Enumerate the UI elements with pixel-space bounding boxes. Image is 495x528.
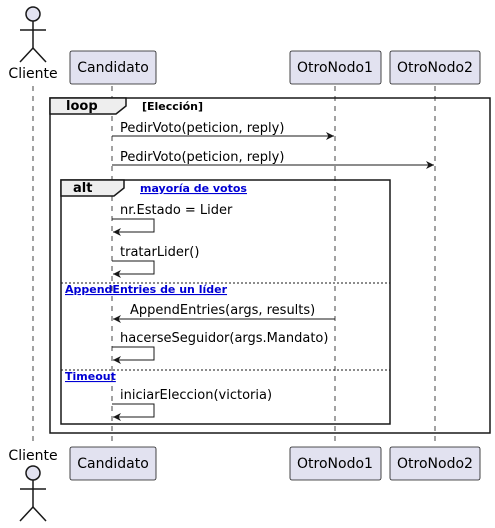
stick-figure-actor-icon: [19, 465, 47, 522]
message-label: PedirVoto(peticion, reply): [120, 150, 284, 165]
alt-guard-majority-link[interactable]: mayoría de votos: [140, 182, 247, 195]
message-hacerse-seguidor: hacerseSeguidor(args.Mandato): [112, 331, 328, 364]
message-appendentries: AppendEntries(args, results): [113, 303, 335, 323]
alt-guard-timeout-link[interactable]: Timeout: [65, 370, 116, 383]
loop-frame-tab: [49, 97, 127, 115]
otro-nodo-1-box-bottom: OtroNodo1: [289, 446, 382, 481]
alt-frame-keyword: alt: [73, 181, 92, 196]
alt-frame-tab: [60, 179, 125, 197]
message-label: tratarLider(): [120, 245, 199, 260]
message-tratar-lider: tratarLider(): [112, 245, 199, 278]
self-message-arrow: [112, 346, 155, 364]
otro-nodo-1-label-bottom: OtroNodo1: [297, 456, 373, 472]
cliente-label-bottom: Cliente: [8, 448, 57, 464]
cliente-label-top: Cliente: [8, 66, 57, 82]
candidato-label-bottom: Candidato: [77, 456, 149, 472]
message-pedirvoto-2: PedirVoto(peticion, reply): [112, 150, 434, 169]
candidato-box-bottom: Candidato: [69, 446, 157, 481]
cliente-actor-bottom: Cliente: [8, 448, 58, 522]
otro-nodo-2-box-top: OtroNodo2: [389, 50, 481, 85]
cliente-actor-top: Cliente: [8, 6, 58, 82]
message-label: PedirVoto(peticion, reply): [120, 121, 284, 136]
candidato-label-top: Candidato: [77, 60, 149, 76]
otro-nodo-1-label-top: OtroNodo1: [297, 60, 373, 76]
otro-nodo-2-label-bottom: OtroNodo2: [397, 456, 473, 472]
loop-frame-border: [49, 97, 491, 434]
loop-frame: loop [Elección]: [49, 97, 491, 434]
loop-frame-keyword: loop: [66, 99, 98, 114]
stick-figure-actor-icon: [19, 6, 47, 63]
otro-nodo-1-box-top: OtroNodo1: [289, 50, 382, 85]
alt-frame: alt mayoría de votos AppendEntries de un…: [60, 179, 391, 425]
message-pedirvoto-1: PedirVoto(peticion, reply): [112, 121, 334, 140]
alt-guard-appendentries-link[interactable]: AppendEntries de un líder: [65, 283, 228, 296]
self-message-arrow: [112, 260, 155, 278]
otro-nodo-2-box-bottom: OtroNodo2: [389, 446, 481, 481]
message-label: nr.Estado = Lider: [120, 203, 233, 218]
otro-nodo-2-label-top: OtroNodo2: [397, 60, 473, 76]
message-label: hacerseSeguidor(args.Mandato): [120, 331, 328, 346]
message-estado-lider: nr.Estado = Lider: [112, 203, 233, 236]
loop-frame-condition: [Elección]: [142, 100, 203, 113]
message-label: AppendEntries(args, results): [130, 303, 315, 318]
alt-frame-border: [60, 179, 391, 425]
self-message-arrow: [112, 403, 155, 421]
self-message-arrow: [112, 218, 155, 236]
message-iniciar-eleccion: iniciarEleccion(victoria): [112, 388, 272, 421]
candidato-box-top: Candidato: [69, 50, 157, 85]
message-label: iniciarEleccion(victoria): [120, 388, 272, 403]
